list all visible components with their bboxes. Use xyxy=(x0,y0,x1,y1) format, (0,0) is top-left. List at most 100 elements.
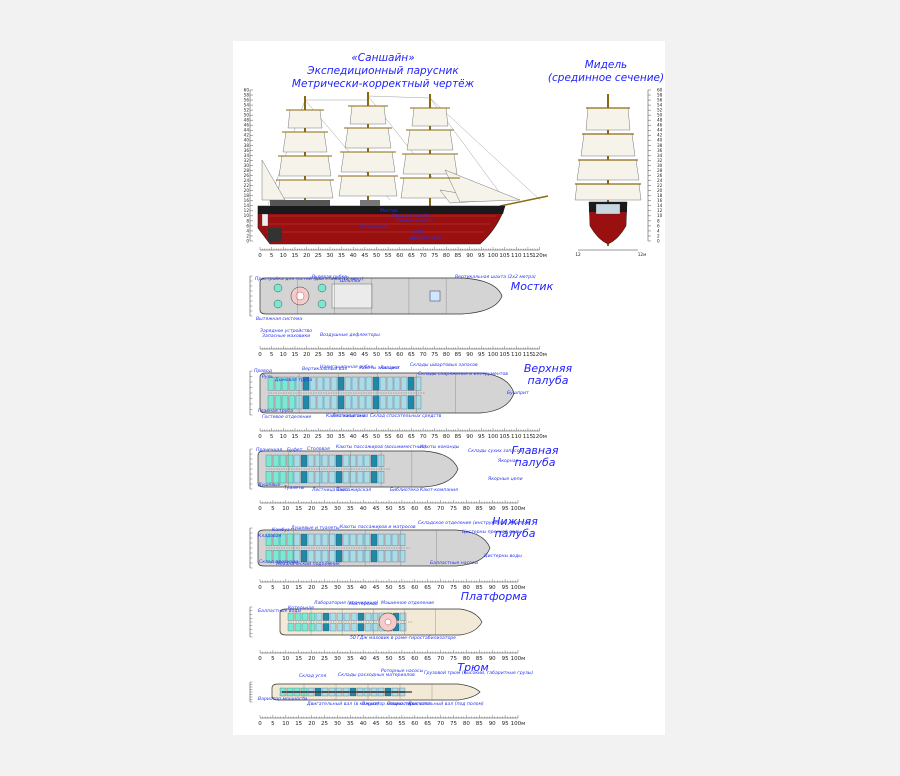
cabin xyxy=(314,471,322,484)
length-tick-label: 110 xyxy=(511,352,522,358)
length-tick-label: 0 xyxy=(258,656,262,662)
deck-label: Пристройка для гостей (два этажа, 12 мес… xyxy=(255,276,364,282)
scale-tick-label: 52 xyxy=(657,108,663,113)
cabin xyxy=(342,692,350,697)
deck-label: Душевые и туалеты xyxy=(290,525,340,531)
deck-label: Главная труба xyxy=(258,408,293,414)
deck-title: Трюм xyxy=(457,661,488,674)
deck-label: Прачечная xyxy=(256,447,282,453)
length-tick-label: 85 xyxy=(455,253,462,259)
cabin xyxy=(400,395,408,410)
length-tick-label: 15 xyxy=(295,585,302,591)
title-line2: Экспедиционный парусник xyxy=(306,65,459,77)
length-tick-label: 30 xyxy=(326,253,333,259)
cabin xyxy=(357,623,365,632)
cabin xyxy=(272,454,280,467)
cabin xyxy=(272,533,280,546)
title-line1: «Саншайн» xyxy=(351,52,414,64)
length-tick-label: 45 xyxy=(373,506,380,512)
profile-label: Платформа xyxy=(360,224,388,230)
length-tick-label: 40 xyxy=(350,352,357,358)
length-tick-label: 115 xyxy=(523,253,534,259)
cabin xyxy=(357,612,365,621)
length-axis-end: 120м xyxy=(532,253,547,259)
length-tick-label: 75 xyxy=(450,506,457,512)
deck-label: Туалеты xyxy=(284,485,305,491)
length-tick-label: 70 xyxy=(420,253,427,259)
cabin xyxy=(307,533,315,546)
cabin xyxy=(337,376,345,391)
deck-label: Камбуз xyxy=(272,527,290,533)
scale-tick-label: 50 xyxy=(657,113,663,118)
length-tick-label: 70 xyxy=(420,434,427,440)
length-tick-label: 30 xyxy=(334,585,341,591)
length-tick-label: 75 xyxy=(450,656,457,662)
profile-label: Нижняя палуба xyxy=(395,218,433,224)
length-tick-label: 90 xyxy=(466,253,473,259)
length-tick-label: 60 xyxy=(411,585,418,591)
deck-label: Цистерны пресной воды xyxy=(462,529,522,535)
scale-tick-label: 60 xyxy=(244,87,250,92)
length-tick-label: 55 xyxy=(385,253,392,259)
cabin xyxy=(300,533,308,546)
length-tick-label: 25 xyxy=(321,585,328,591)
length-tick-label: 15 xyxy=(291,434,298,440)
length-tick-label: 50 xyxy=(373,352,380,358)
length-tick-label: 55 xyxy=(398,506,405,512)
length-tick-label: 90 xyxy=(489,506,496,512)
length-tick-label: 90 xyxy=(489,656,496,662)
cabin xyxy=(343,623,351,632)
length-tick-label: 10 xyxy=(282,506,289,512)
cabin xyxy=(281,376,289,391)
length-tick-label: 70 xyxy=(437,721,444,727)
length-tick-label: 45 xyxy=(373,585,380,591)
flywheel-hub xyxy=(384,618,392,626)
length-tick-label: 90 xyxy=(466,434,473,440)
length-tick-label: 5 xyxy=(270,434,274,440)
profile-label: Главная палуба xyxy=(392,213,430,219)
length-tick-label: 65 xyxy=(408,434,415,440)
cabin xyxy=(384,687,392,692)
cabin xyxy=(379,376,387,391)
cabin xyxy=(349,471,357,484)
cabin xyxy=(335,454,343,467)
length-axis-end: 120м xyxy=(532,352,547,358)
cabin xyxy=(300,454,308,467)
deck-title: Платформа xyxy=(461,590,528,603)
length-tick-label: 35 xyxy=(347,585,354,591)
length-tick-label: 85 xyxy=(455,352,462,358)
length-axis-end: 100м xyxy=(511,506,526,512)
cabin xyxy=(309,376,317,391)
cabin xyxy=(379,395,387,410)
length-tick-label: 55 xyxy=(398,585,405,591)
cabin xyxy=(391,692,399,697)
length-axis-end: 100м xyxy=(511,721,526,727)
scale-tick-label: 18 xyxy=(244,193,250,198)
length-tick-label: 95 xyxy=(502,585,509,591)
cabin xyxy=(356,692,364,697)
deck-label: Зарядное устройство xyxy=(260,328,312,334)
scale-tick-label: 16 xyxy=(657,198,663,203)
length-tick-label: 45 xyxy=(361,434,368,440)
cabin xyxy=(337,395,345,410)
length-tick-label: 35 xyxy=(347,506,354,512)
scale-tick-label: 44 xyxy=(244,128,250,133)
pavilion-core xyxy=(295,291,305,301)
length-tick-label: 30 xyxy=(334,506,341,512)
profile-label: Трюм xyxy=(410,229,424,235)
scale-tick-label: 26 xyxy=(244,173,250,178)
deck-label: 50 ГДж маховик в раме-гиростабилизаторе xyxy=(350,635,456,641)
ventilator xyxy=(273,283,283,293)
cabin xyxy=(377,533,385,546)
length-tick-label: 0 xyxy=(258,585,262,591)
deck-label: Складское отделение (инструменты и багаж… xyxy=(418,520,530,526)
scale-tick-label: 12 xyxy=(244,208,250,213)
cabin xyxy=(377,687,385,692)
scale-tick-label: 0 xyxy=(246,238,249,243)
midship-line1: Мидель xyxy=(585,59,628,71)
cabin xyxy=(265,533,273,546)
length-tick-label: 40 xyxy=(360,506,367,512)
scale-tick-label: 36 xyxy=(244,148,250,153)
